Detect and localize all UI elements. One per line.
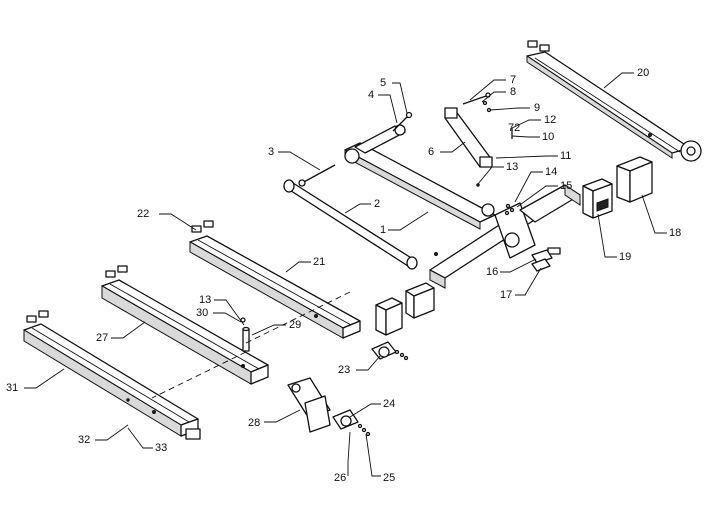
callout-3: 3	[268, 146, 274, 158]
callout-27: 27	[96, 332, 108, 344]
callout-18: 18	[669, 227, 681, 239]
part-31-lower-beam	[23, 310, 201, 440]
callout-21: 21	[313, 256, 325, 268]
callout-19: 19	[619, 251, 631, 263]
part-27-middle-beam	[101, 265, 269, 385]
callout-8: 8	[510, 86, 516, 98]
callout-13-upper: 13	[506, 161, 518, 173]
callout-5: 5	[380, 77, 386, 89]
callout-29: 29	[289, 319, 301, 331]
part-1-main-frame	[344, 124, 581, 289]
callout-30: 30	[196, 307, 208, 319]
callout-25: 25	[383, 472, 395, 484]
callout-10: 10	[542, 131, 554, 143]
callout-2: 2	[374, 198, 380, 210]
callout-26: 26	[334, 472, 346, 484]
part-14-15-hardware	[504, 203, 515, 216]
callout-12: 12	[544, 114, 556, 126]
callout-11: 11	[560, 150, 571, 162]
callout-4: 4	[368, 89, 374, 101]
callout-28: 28	[248, 417, 260, 429]
spacer-blocks	[375, 282, 435, 336]
part-3-bolt	[298, 164, 336, 187]
callout-72: 72	[508, 122, 520, 134]
part-23-bracket	[371, 341, 409, 361]
callout-15: 15	[560, 180, 572, 192]
part-24-bracket	[332, 409, 371, 437]
callout-31: 31	[6, 382, 18, 394]
callout-33: 33	[155, 442, 167, 454]
assembly-lines	[151, 291, 351, 399]
part-29-30-pin	[240, 317, 250, 352]
callout-17: 17	[500, 289, 512, 301]
part-2-axle-tube	[283, 179, 438, 270]
callout-labels: 1 2 3 4 5 6 7 8 9 10 11 12 72 13 14 15 1…	[6, 67, 681, 484]
part-6-link-arm	[444, 92, 513, 187]
callout-7: 7	[510, 74, 516, 86]
callout-13-lower: 13	[199, 294, 211, 306]
callout-32: 32	[78, 434, 90, 446]
part-19-block	[582, 178, 613, 219]
callout-9: 9	[534, 102, 540, 114]
part-4-5-pin	[392, 111, 413, 132]
part-20-right-beam	[526, 40, 702, 162]
callout-22: 22	[137, 208, 149, 220]
callout-23: 23	[338, 364, 350, 376]
leader-lines	[24, 72, 667, 477]
callout-14: 14	[545, 166, 557, 178]
part-16-17-plates	[531, 249, 553, 272]
callout-24: 24	[383, 398, 395, 410]
callout-1: 1	[380, 224, 386, 236]
part-21-center-beam	[189, 220, 361, 339]
callout-20: 20	[637, 67, 649, 79]
part-18-block	[616, 156, 653, 203]
callout-16: 16	[486, 266, 498, 278]
part-28-clevis-mount	[287, 377, 331, 433]
callout-6: 6	[428, 146, 434, 158]
